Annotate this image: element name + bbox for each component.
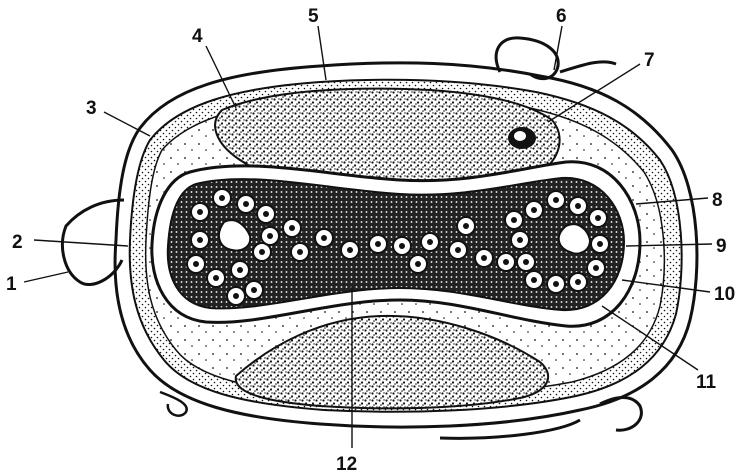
cell-nucleus bbox=[427, 239, 433, 245]
cell-nucleus bbox=[193, 261, 199, 267]
cell-nucleus bbox=[511, 217, 517, 223]
cell-nucleus bbox=[517, 237, 523, 243]
cell-nucleus bbox=[503, 259, 509, 265]
cell-nucleus bbox=[233, 293, 239, 299]
cell-nucleus bbox=[597, 241, 603, 247]
cell-nucleus bbox=[219, 195, 225, 201]
cell-nucleus bbox=[289, 225, 295, 231]
cell-nucleus bbox=[251, 287, 257, 293]
cell-nucleus bbox=[553, 197, 559, 203]
cell-nucleus bbox=[531, 207, 537, 213]
label-4: 4 bbox=[192, 26, 203, 47]
cell-nucleus bbox=[523, 259, 529, 265]
cell-nucleus bbox=[375, 241, 381, 247]
cell-nucleus bbox=[197, 209, 203, 215]
label-12: 12 bbox=[336, 454, 357, 473]
cell-nucleus bbox=[213, 275, 219, 281]
cell-nucleus bbox=[321, 235, 327, 241]
cell-nucleus bbox=[463, 223, 469, 229]
label-6: 6 bbox=[556, 6, 567, 27]
cell-nucleus bbox=[481, 255, 487, 261]
cell-nucleus bbox=[575, 203, 581, 209]
cell-nucleus bbox=[347, 247, 353, 253]
cell-nucleus bbox=[197, 237, 203, 243]
cell-nucleus bbox=[455, 247, 461, 253]
cell-nucleus bbox=[243, 201, 249, 207]
label-8: 8 bbox=[712, 190, 723, 211]
cell-nucleus bbox=[263, 211, 269, 217]
label-3: 3 bbox=[86, 98, 97, 119]
cell-nucleus bbox=[267, 233, 273, 239]
cell-nucleus bbox=[237, 267, 243, 273]
cell-nucleus bbox=[399, 243, 405, 249]
small-opening-lumen bbox=[514, 131, 526, 141]
label-1: 1 bbox=[6, 274, 17, 295]
label-2: 2 bbox=[12, 232, 23, 253]
cell-nucleus bbox=[415, 261, 421, 267]
label-10: 10 bbox=[714, 284, 735, 305]
cell-nucleus bbox=[575, 279, 581, 285]
cell-nucleus bbox=[297, 249, 303, 255]
cell-nucleus bbox=[531, 277, 537, 283]
label-9: 9 bbox=[716, 236, 727, 257]
label-11: 11 bbox=[696, 372, 717, 393]
label-7: 7 bbox=[644, 50, 655, 71]
cell-nucleus bbox=[259, 249, 265, 255]
cell-nucleus bbox=[553, 281, 559, 287]
cell-nucleus bbox=[593, 265, 599, 271]
label-5: 5 bbox=[308, 6, 319, 27]
cell-nucleus bbox=[595, 215, 601, 221]
